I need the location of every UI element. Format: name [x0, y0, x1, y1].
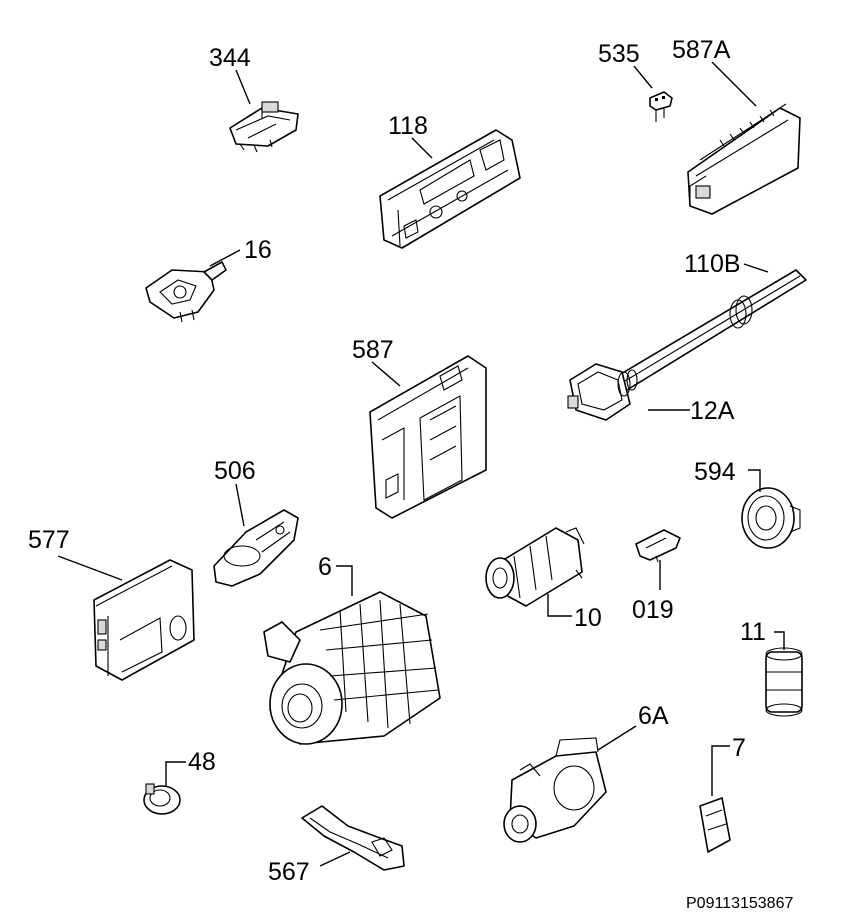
label-577: 577	[28, 526, 70, 554]
part-12A-drawing	[567, 363, 638, 421]
label-11: 11	[740, 618, 766, 646]
leader-10	[547, 594, 572, 617]
part-118-drawing	[379, 129, 521, 249]
part-587-drawing	[369, 355, 487, 519]
label-7: 7	[732, 734, 746, 762]
label-16: 16	[244, 236, 272, 264]
part-535-drawing	[649, 91, 673, 122]
part-587A-drawing	[687, 103, 801, 215]
label-344: 344	[209, 44, 251, 72]
leader-344	[235, 69, 251, 105]
label-10: 10	[574, 604, 602, 632]
leader-6A	[597, 725, 637, 751]
leader-7	[711, 745, 730, 796]
leader-587A	[711, 61, 757, 107]
leader-506	[235, 483, 245, 527]
leader-48	[165, 761, 186, 786]
label-587A: 587A	[672, 36, 731, 64]
label-535: 535	[598, 40, 640, 68]
part-019-drawing	[635, 529, 681, 563]
leader-110B	[743, 263, 769, 273]
part-6-drawing	[263, 591, 441, 745]
part-594-drawing	[741, 487, 801, 549]
leader-567	[319, 851, 351, 867]
label-48: 48	[188, 748, 216, 776]
label-6A: 6A	[638, 702, 669, 730]
label-594: 594	[694, 458, 736, 486]
leader-16	[209, 249, 241, 267]
label-12A: 12A	[690, 397, 735, 425]
part-11-drawing	[765, 647, 803, 717]
part-7-drawing	[699, 797, 731, 853]
part-344-drawing	[229, 101, 299, 153]
leader-587	[371, 361, 401, 387]
label-110B: 110B	[684, 250, 741, 278]
leader-594	[748, 469, 761, 492]
part-506-drawing	[213, 509, 299, 587]
part-6A-drawing	[503, 737, 607, 843]
leader-11	[774, 631, 785, 650]
part-110B-drawing	[603, 269, 807, 399]
part-16-drawing	[145, 261, 227, 323]
label-587: 587	[352, 336, 394, 364]
leader-6	[336, 565, 353, 596]
part-48-drawing	[143, 783, 181, 815]
label-019: 019	[632, 596, 674, 624]
label-6: 6	[318, 553, 332, 581]
reference-number: P09113153867	[686, 895, 793, 912]
part-567-drawing	[301, 805, 405, 871]
part-577-drawing	[93, 559, 195, 681]
part-10-drawing	[485, 527, 585, 607]
leader-535	[633, 65, 653, 89]
label-567: 567	[268, 858, 310, 886]
label-118: 118	[388, 112, 428, 140]
leader-118	[411, 137, 433, 159]
leader-577	[57, 555, 123, 581]
label-506: 506	[214, 457, 256, 485]
